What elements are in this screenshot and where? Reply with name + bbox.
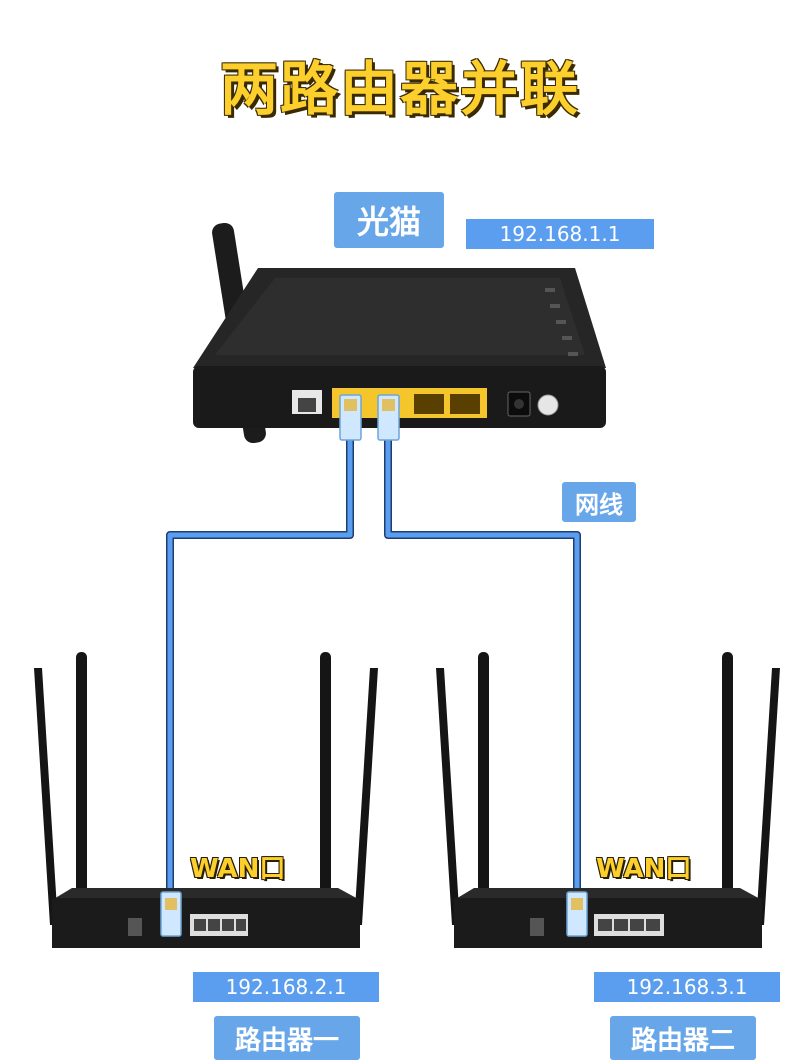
router2-antenna-1 xyxy=(436,668,460,925)
router1-label: 路由器一 xyxy=(214,1016,360,1060)
modem-power-button xyxy=(537,394,559,416)
router1-antenna-1 xyxy=(34,668,58,925)
router2-antenna-4 xyxy=(756,668,780,925)
router2-wan-label: WAN口 xyxy=(596,854,692,884)
modem-label: 光猫 xyxy=(334,192,444,248)
cable-left xyxy=(167,438,353,895)
cables xyxy=(166,438,581,895)
cable-label: 网线 xyxy=(562,482,636,522)
router2-ip: 192.168.3.1 xyxy=(594,972,780,1002)
router1-antenna-2 xyxy=(76,652,87,922)
router2-label: 路由器二 xyxy=(610,1016,756,1060)
router2-antenna-2 xyxy=(478,652,489,922)
router1-ip: 192.168.2.1 xyxy=(193,972,379,1002)
optical-modem xyxy=(193,222,606,444)
page-title: 两路由器并联 xyxy=(219,55,580,123)
router1-wan-label: WAN口 xyxy=(190,854,286,884)
cable-right xyxy=(385,438,580,895)
router2-antenna-3 xyxy=(722,652,733,922)
router-two xyxy=(436,652,780,948)
modem-plug-right xyxy=(377,394,400,441)
router1-antenna-3 xyxy=(320,652,331,922)
modem-ip: 192.168.1.1 xyxy=(466,219,654,249)
modem-plug-left xyxy=(339,394,362,441)
router-one xyxy=(34,652,378,948)
router1-antenna-4 xyxy=(354,668,378,925)
